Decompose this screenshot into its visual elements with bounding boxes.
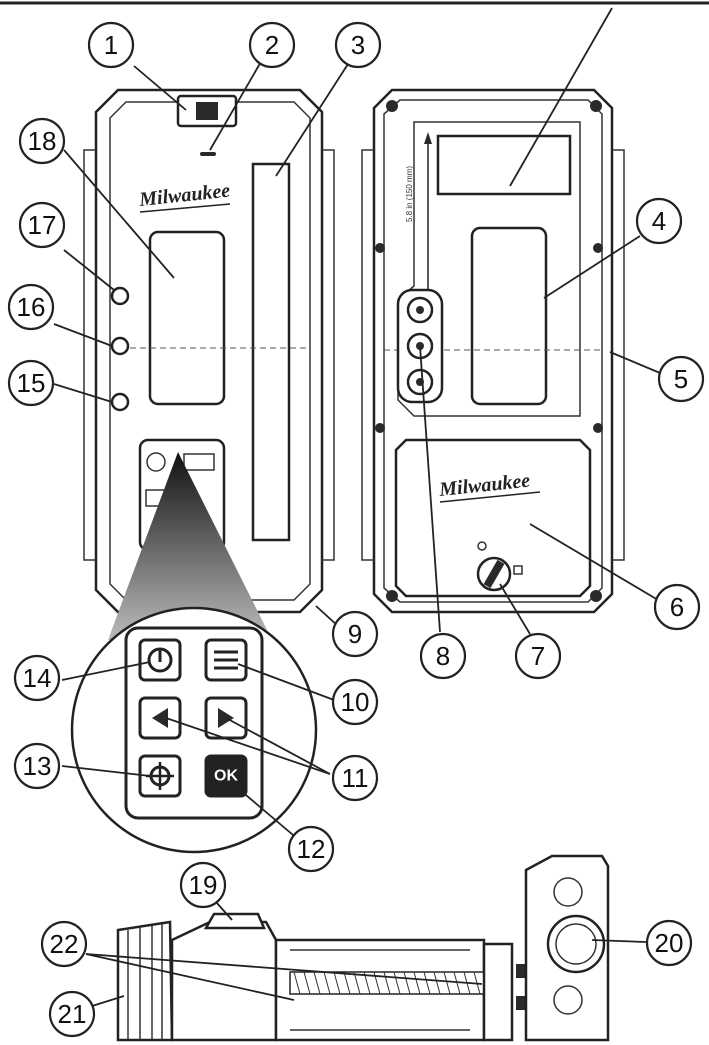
callout-19: 19 — [179, 861, 227, 909]
svg-text:9: 9 — [348, 619, 362, 649]
svg-text:4: 4 — [652, 206, 666, 236]
svg-text:13: 13 — [23, 751, 52, 781]
screw-icon — [590, 100, 602, 112]
screw-icon — [375, 243, 385, 253]
svg-text:7: 7 — [531, 641, 545, 671]
zoom-cone — [108, 452, 272, 640]
back-display — [470, 226, 548, 406]
bracket-tab — [203, 912, 266, 930]
ok-button-label: OK — [214, 768, 238, 785]
front-display — [148, 230, 226, 406]
lock-icon — [513, 565, 523, 575]
back-top-window — [436, 134, 572, 196]
receiver-back-view: 5.8 in (150 mm) Milwaukee — [361, 88, 625, 614]
svg-text:20: 20 — [655, 928, 684, 958]
callout-4: 4 — [635, 197, 683, 245]
svg-text:5: 5 — [674, 364, 688, 394]
svg-text:14: 14 — [23, 663, 52, 693]
callout-21: 21 — [48, 990, 96, 1038]
receiver-front-view: Milwaukee — [83, 88, 335, 614]
screw-icon — [590, 590, 602, 602]
left-arrow-icon — [152, 708, 168, 728]
callout-2: 2 — [248, 21, 296, 69]
svg-text:10: 10 — [341, 687, 370, 717]
callout-11: 11 — [331, 754, 379, 802]
svg-text:1: 1 — [104, 30, 118, 60]
detection-window — [251, 162, 291, 542]
screw-icon — [386, 100, 398, 112]
callout-8: 8 — [419, 632, 467, 680]
screw-icon — [593, 243, 603, 253]
callout-17: 17 — [18, 201, 66, 249]
svg-text:17: 17 — [28, 210, 57, 240]
power-icon — [147, 647, 173, 673]
screw-icon — [593, 423, 603, 433]
svg-text:22: 22 — [50, 929, 79, 959]
battery-door — [394, 438, 592, 598]
callout-13: 13 — [13, 742, 61, 790]
side-button-16 — [110, 336, 130, 356]
side-button-17 — [110, 286, 130, 306]
callout-7: 7 — [514, 632, 562, 680]
screw-icon — [386, 590, 398, 602]
svg-text:21: 21 — [58, 999, 87, 1029]
unlock-icon — [477, 541, 487, 551]
callout-22: 22 — [40, 920, 88, 968]
side-button-15 — [110, 392, 130, 412]
clamp-jaw — [482, 942, 514, 1042]
screw-icon — [375, 423, 385, 433]
svg-text:6: 6 — [670, 592, 684, 622]
receiver-bracket — [116, 854, 610, 1042]
keypad-zoom: OK — [70, 452, 318, 854]
callout-16: 16 — [7, 283, 55, 331]
callout-10: 10 — [331, 678, 379, 726]
svg-text:12: 12 — [297, 834, 326, 864]
svg-text:16: 16 — [17, 292, 46, 322]
bracket-housing — [170, 920, 278, 1042]
svg-text:19: 19 — [189, 870, 218, 900]
callout-9: 9 — [331, 610, 379, 658]
callout-20: 20 — [645, 919, 693, 967]
svg-text:3: 3 — [351, 30, 365, 60]
svg-text:8: 8 — [436, 641, 450, 671]
svg-text:15: 15 — [17, 368, 46, 398]
callout-6: 6 — [653, 583, 701, 631]
callout-1: 1 — [87, 21, 135, 69]
callout-18: 18 — [18, 117, 66, 165]
callout-5: 5 — [657, 355, 705, 403]
callout-15: 15 — [7, 359, 55, 407]
back-side-text: 5.8 in (150 mm) — [405, 166, 414, 222]
clamp-knob — [116, 920, 174, 1042]
callout-3: 3 — [334, 21, 382, 69]
svg-text:11: 11 — [342, 763, 369, 793]
callout-14: 14 — [13, 654, 61, 702]
svg-text:2: 2 — [265, 30, 279, 60]
leader-lines — [53, 7, 673, 1007]
svg-text:18: 18 — [28, 126, 57, 156]
ok-button — [204, 754, 248, 798]
callout-12: 12 — [287, 825, 335, 873]
speaker-slot — [200, 152, 216, 156]
